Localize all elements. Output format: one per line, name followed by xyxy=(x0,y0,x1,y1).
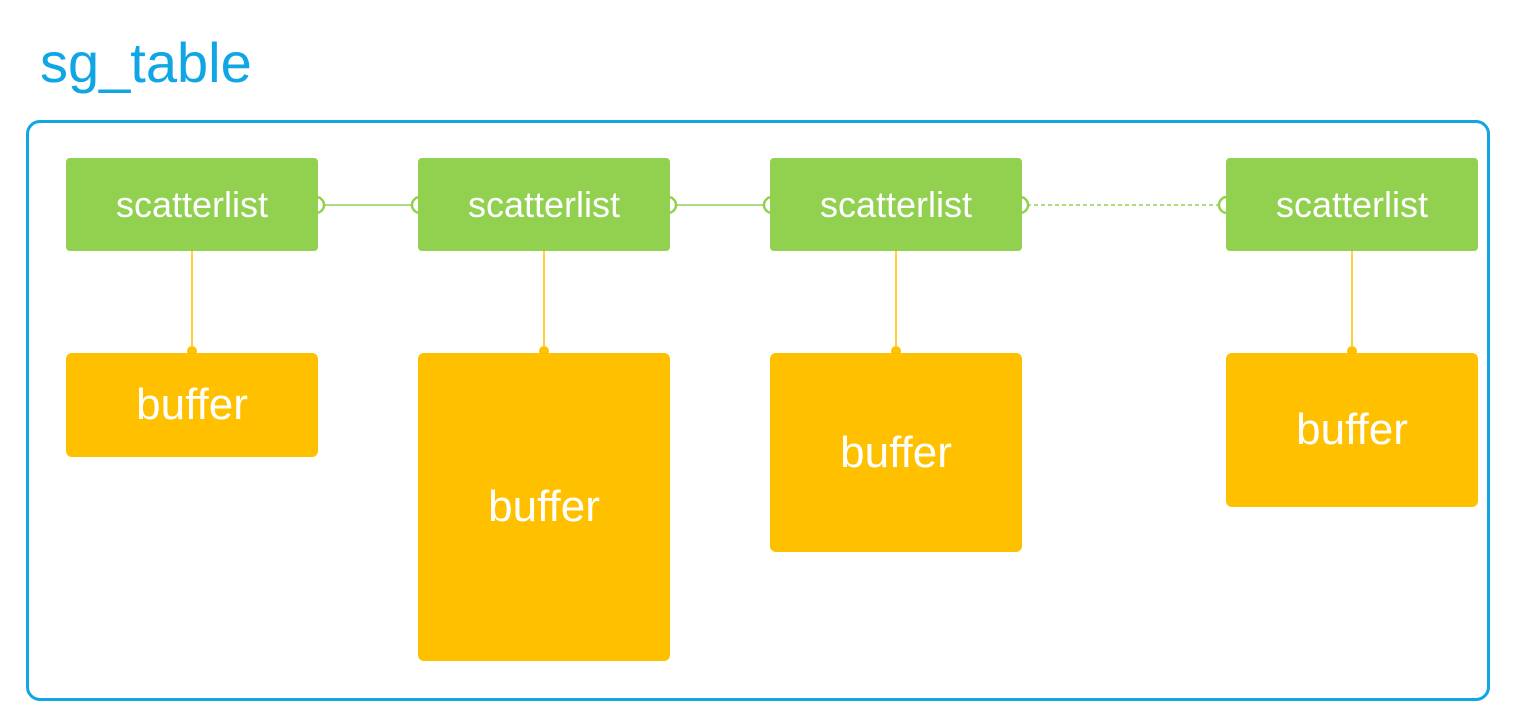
scatterlist-node-4: scatterlist xyxy=(1226,158,1478,251)
scatterlist-node-2: scatterlist xyxy=(418,158,670,251)
scatterlist-node-3: scatterlist xyxy=(770,158,1022,251)
sg-table-container xyxy=(26,120,1490,701)
buffer-node-4: buffer xyxy=(1226,353,1478,507)
buffer-node-2: buffer xyxy=(418,353,670,661)
diagram-title: sg_table xyxy=(40,31,252,94)
scatterlist-node-1: scatterlist xyxy=(66,158,318,251)
buffer-node-1: buffer xyxy=(66,353,318,457)
buffer-node-3: buffer xyxy=(770,353,1022,552)
